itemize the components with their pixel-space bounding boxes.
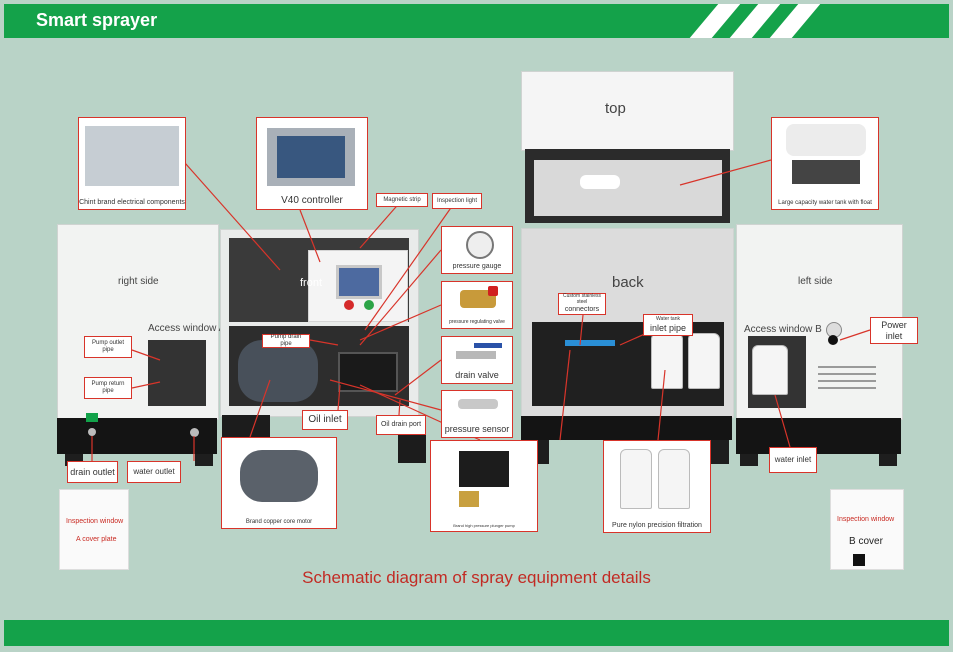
cabinet-leg xyxy=(879,454,897,466)
sensor-icon xyxy=(458,399,498,409)
water-tank-sub: Water tank xyxy=(656,315,680,322)
drain-valve-caption: drain valve xyxy=(455,370,499,380)
pressure-gauge-photo: pressure gauge xyxy=(441,226,513,274)
float-valve xyxy=(580,175,620,189)
water-outlet-label: water outlet xyxy=(127,461,181,483)
drain-valve-photo: drain valve xyxy=(441,336,513,384)
oil-inlet-label: Oil inlet xyxy=(302,410,348,430)
chint-caption: Chint brand electrical components xyxy=(79,199,185,206)
access-window-a-label: Access window A xyxy=(148,323,226,334)
right-side-label: right side xyxy=(118,276,159,287)
chint-components-photo: Chint brand electrical components xyxy=(78,117,186,210)
connectors-sub: Custom stainless steel xyxy=(562,293,602,305)
power-inlet-socket xyxy=(828,335,838,345)
drain-outlet-label: drain outlet xyxy=(67,461,118,483)
motor-photo: Brand copper core motor xyxy=(221,437,337,529)
inlet-pipe-main: inlet pipe xyxy=(649,322,687,333)
magnetic-strip-label: Magnetic strip xyxy=(376,193,428,207)
pump-drain-pipe-label: Pump drain pipe xyxy=(262,334,310,348)
pressure-gauge-caption: pressure gauge xyxy=(452,263,502,270)
cabinet-leg xyxy=(740,454,758,466)
motor-icon xyxy=(240,450,318,502)
filter-cartridge xyxy=(752,345,788,395)
pump-icon xyxy=(459,451,509,487)
access-window-b-label: Access window B xyxy=(744,324,822,335)
power-inlet-label: Power inlet xyxy=(870,317,918,344)
water-tank-caption: Large capacity water tank with float xyxy=(778,200,872,206)
filtration-photo: Pure nylon precision filtration xyxy=(603,440,711,533)
inspection-light-label: Inspection light xyxy=(432,193,482,209)
pressure-sensor-photo: pressure sensor xyxy=(441,390,513,438)
pump-fitting-icon xyxy=(459,491,479,507)
back-label: back xyxy=(612,274,644,291)
inlet-pipe-label: Water tank inlet pipe xyxy=(643,314,693,336)
left-side-label: left side xyxy=(798,276,833,287)
filter-cartridge xyxy=(688,333,720,389)
drain-indicator xyxy=(86,413,98,422)
access-window-a xyxy=(148,340,206,406)
filtration-caption: Pure nylon precision filtration xyxy=(612,522,702,529)
pump-caption: Brand high pressure plunger pump xyxy=(453,523,515,528)
water-outlet-port xyxy=(190,428,199,437)
a-cover-plate-label: A cover plate xyxy=(76,536,117,543)
connector-pipe xyxy=(565,340,615,346)
front-label: front xyxy=(300,277,323,289)
inspection-window-b-label: Inspection window xyxy=(837,516,895,523)
regulating-valve-caption: pressure regulating valve xyxy=(449,319,505,325)
vent-grille xyxy=(818,366,876,368)
drain-valve-body-icon xyxy=(456,351,496,359)
pump-photo: Brand high pressure plunger pump xyxy=(430,440,538,532)
top-label: top xyxy=(605,100,626,117)
tank-interior xyxy=(534,160,722,216)
cover-plate-a: Inspection window A cover plate xyxy=(59,489,129,570)
controller-photo: V40 controller xyxy=(256,117,368,210)
header-bar: Smart sprayer xyxy=(4,4,949,38)
cover-latch xyxy=(853,554,865,566)
cabinet-leg xyxy=(195,454,213,466)
connectors-label: Custom stainless steel connectors xyxy=(558,293,606,315)
vent-grille xyxy=(818,387,876,389)
filter-icon xyxy=(620,449,652,509)
filter-icon xyxy=(658,449,690,509)
drain-outlet-port xyxy=(88,428,96,436)
regulating-valve-photo: pressure regulating valve xyxy=(441,281,513,329)
water-inlet-label: water inlet xyxy=(769,447,817,473)
drain-valve-handle-icon xyxy=(474,343,502,348)
stop-button xyxy=(344,300,354,310)
oil-drain-port-label: Oil drain port xyxy=(376,415,426,435)
inspection-window-a-label: Inspection window xyxy=(66,518,124,525)
controller-screen xyxy=(336,265,382,299)
top-lid xyxy=(521,71,734,151)
diagram-caption: Schematic diagram of spray equipment det… xyxy=(302,568,651,587)
motor-body xyxy=(238,340,318,402)
vent-grille xyxy=(818,380,876,382)
tank-interior-icon xyxy=(792,160,860,184)
cover-plate-b: Inspection window B cover xyxy=(830,489,904,570)
footer-bar xyxy=(4,620,949,646)
pump-return-pipe-label: Pump return pipe xyxy=(84,377,132,399)
tank-float-icon xyxy=(786,124,866,156)
filter-cartridge xyxy=(651,333,683,389)
valve-icon xyxy=(460,290,496,308)
vent-grille xyxy=(818,373,876,375)
back-base xyxy=(521,416,732,440)
start-button xyxy=(364,300,374,310)
pump-outlet-pipe-label: Pump outlet pipe xyxy=(84,336,132,358)
controller-caption: V40 controller xyxy=(281,195,343,206)
left-side-base xyxy=(736,418,901,454)
controller-display xyxy=(277,136,345,178)
page-title: Smart sprayer xyxy=(36,10,158,30)
right-side-base xyxy=(57,418,217,454)
valve-knob-icon xyxy=(488,286,498,296)
connectors-main: connectors xyxy=(564,305,600,313)
pressure-sensor-caption: pressure sensor xyxy=(444,424,510,434)
electrical-panel-image xyxy=(85,126,179,186)
water-tank-photo: Large capacity water tank with float xyxy=(771,117,879,210)
b-cover-label: B cover xyxy=(849,536,883,547)
gauge-icon xyxy=(466,231,494,259)
motor-caption: Brand copper core motor xyxy=(245,519,313,525)
